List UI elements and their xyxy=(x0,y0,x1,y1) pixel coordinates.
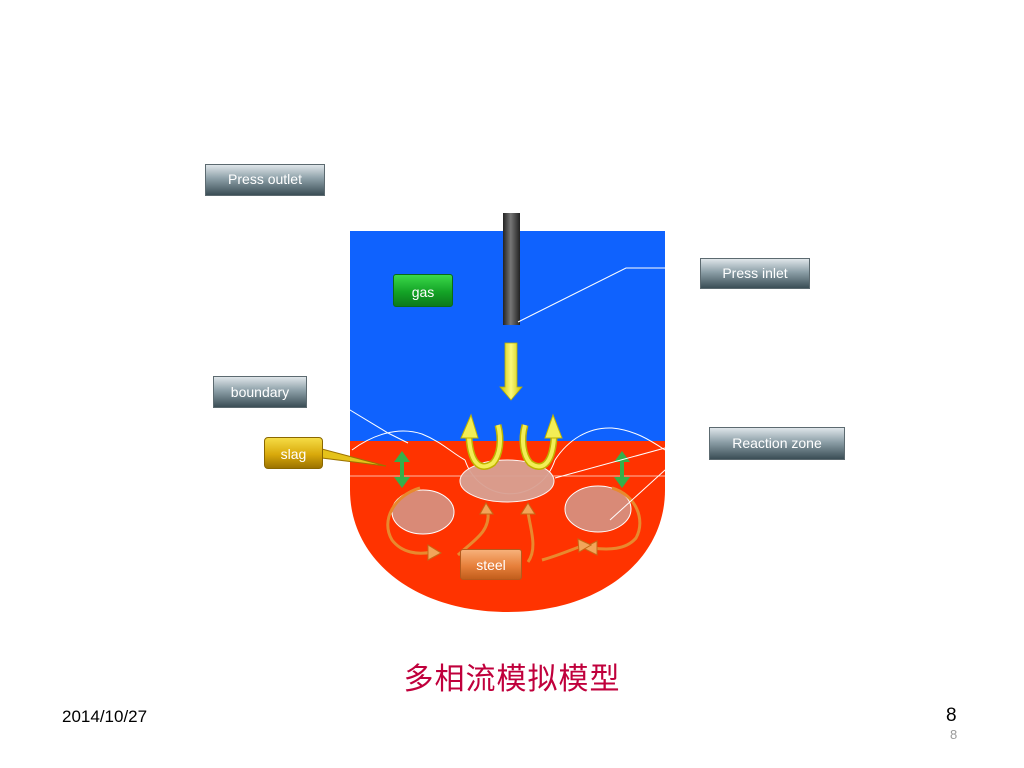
press-inlet-label: Press inlet xyxy=(700,258,810,289)
double-arrow-icon xyxy=(394,451,410,488)
slide-number-small: 8 xyxy=(950,727,958,742)
slide-title: 多相流模拟模型 xyxy=(403,662,621,697)
boundary-leader xyxy=(307,391,409,444)
press-inlet-leader xyxy=(517,267,700,323)
slide-date: 2014/10/27 xyxy=(62,707,148,726)
steel-label: steel xyxy=(460,549,522,580)
slide-number: 8 xyxy=(946,705,957,726)
jet-down-arrow-icon xyxy=(499,342,523,401)
boundary-label: boundary xyxy=(213,376,307,408)
reaction-zone-leader-1 xyxy=(554,444,710,479)
reaction-zone-label: Reaction zone xyxy=(709,427,845,460)
double-arrow-icon xyxy=(614,451,630,488)
press-outlet-label: Press outlet xyxy=(205,164,325,196)
boundary-curve-left xyxy=(351,430,466,461)
reaction-zone-center xyxy=(459,459,555,503)
slag-label: slag xyxy=(264,437,323,469)
lance-icon xyxy=(503,213,520,325)
boundary-curve-right xyxy=(554,427,666,461)
gas-label: gas xyxy=(393,274,453,307)
reaction-zone-right xyxy=(564,485,632,533)
steel-bath xyxy=(350,441,665,612)
reaction-zone-leader-2 xyxy=(609,445,710,521)
